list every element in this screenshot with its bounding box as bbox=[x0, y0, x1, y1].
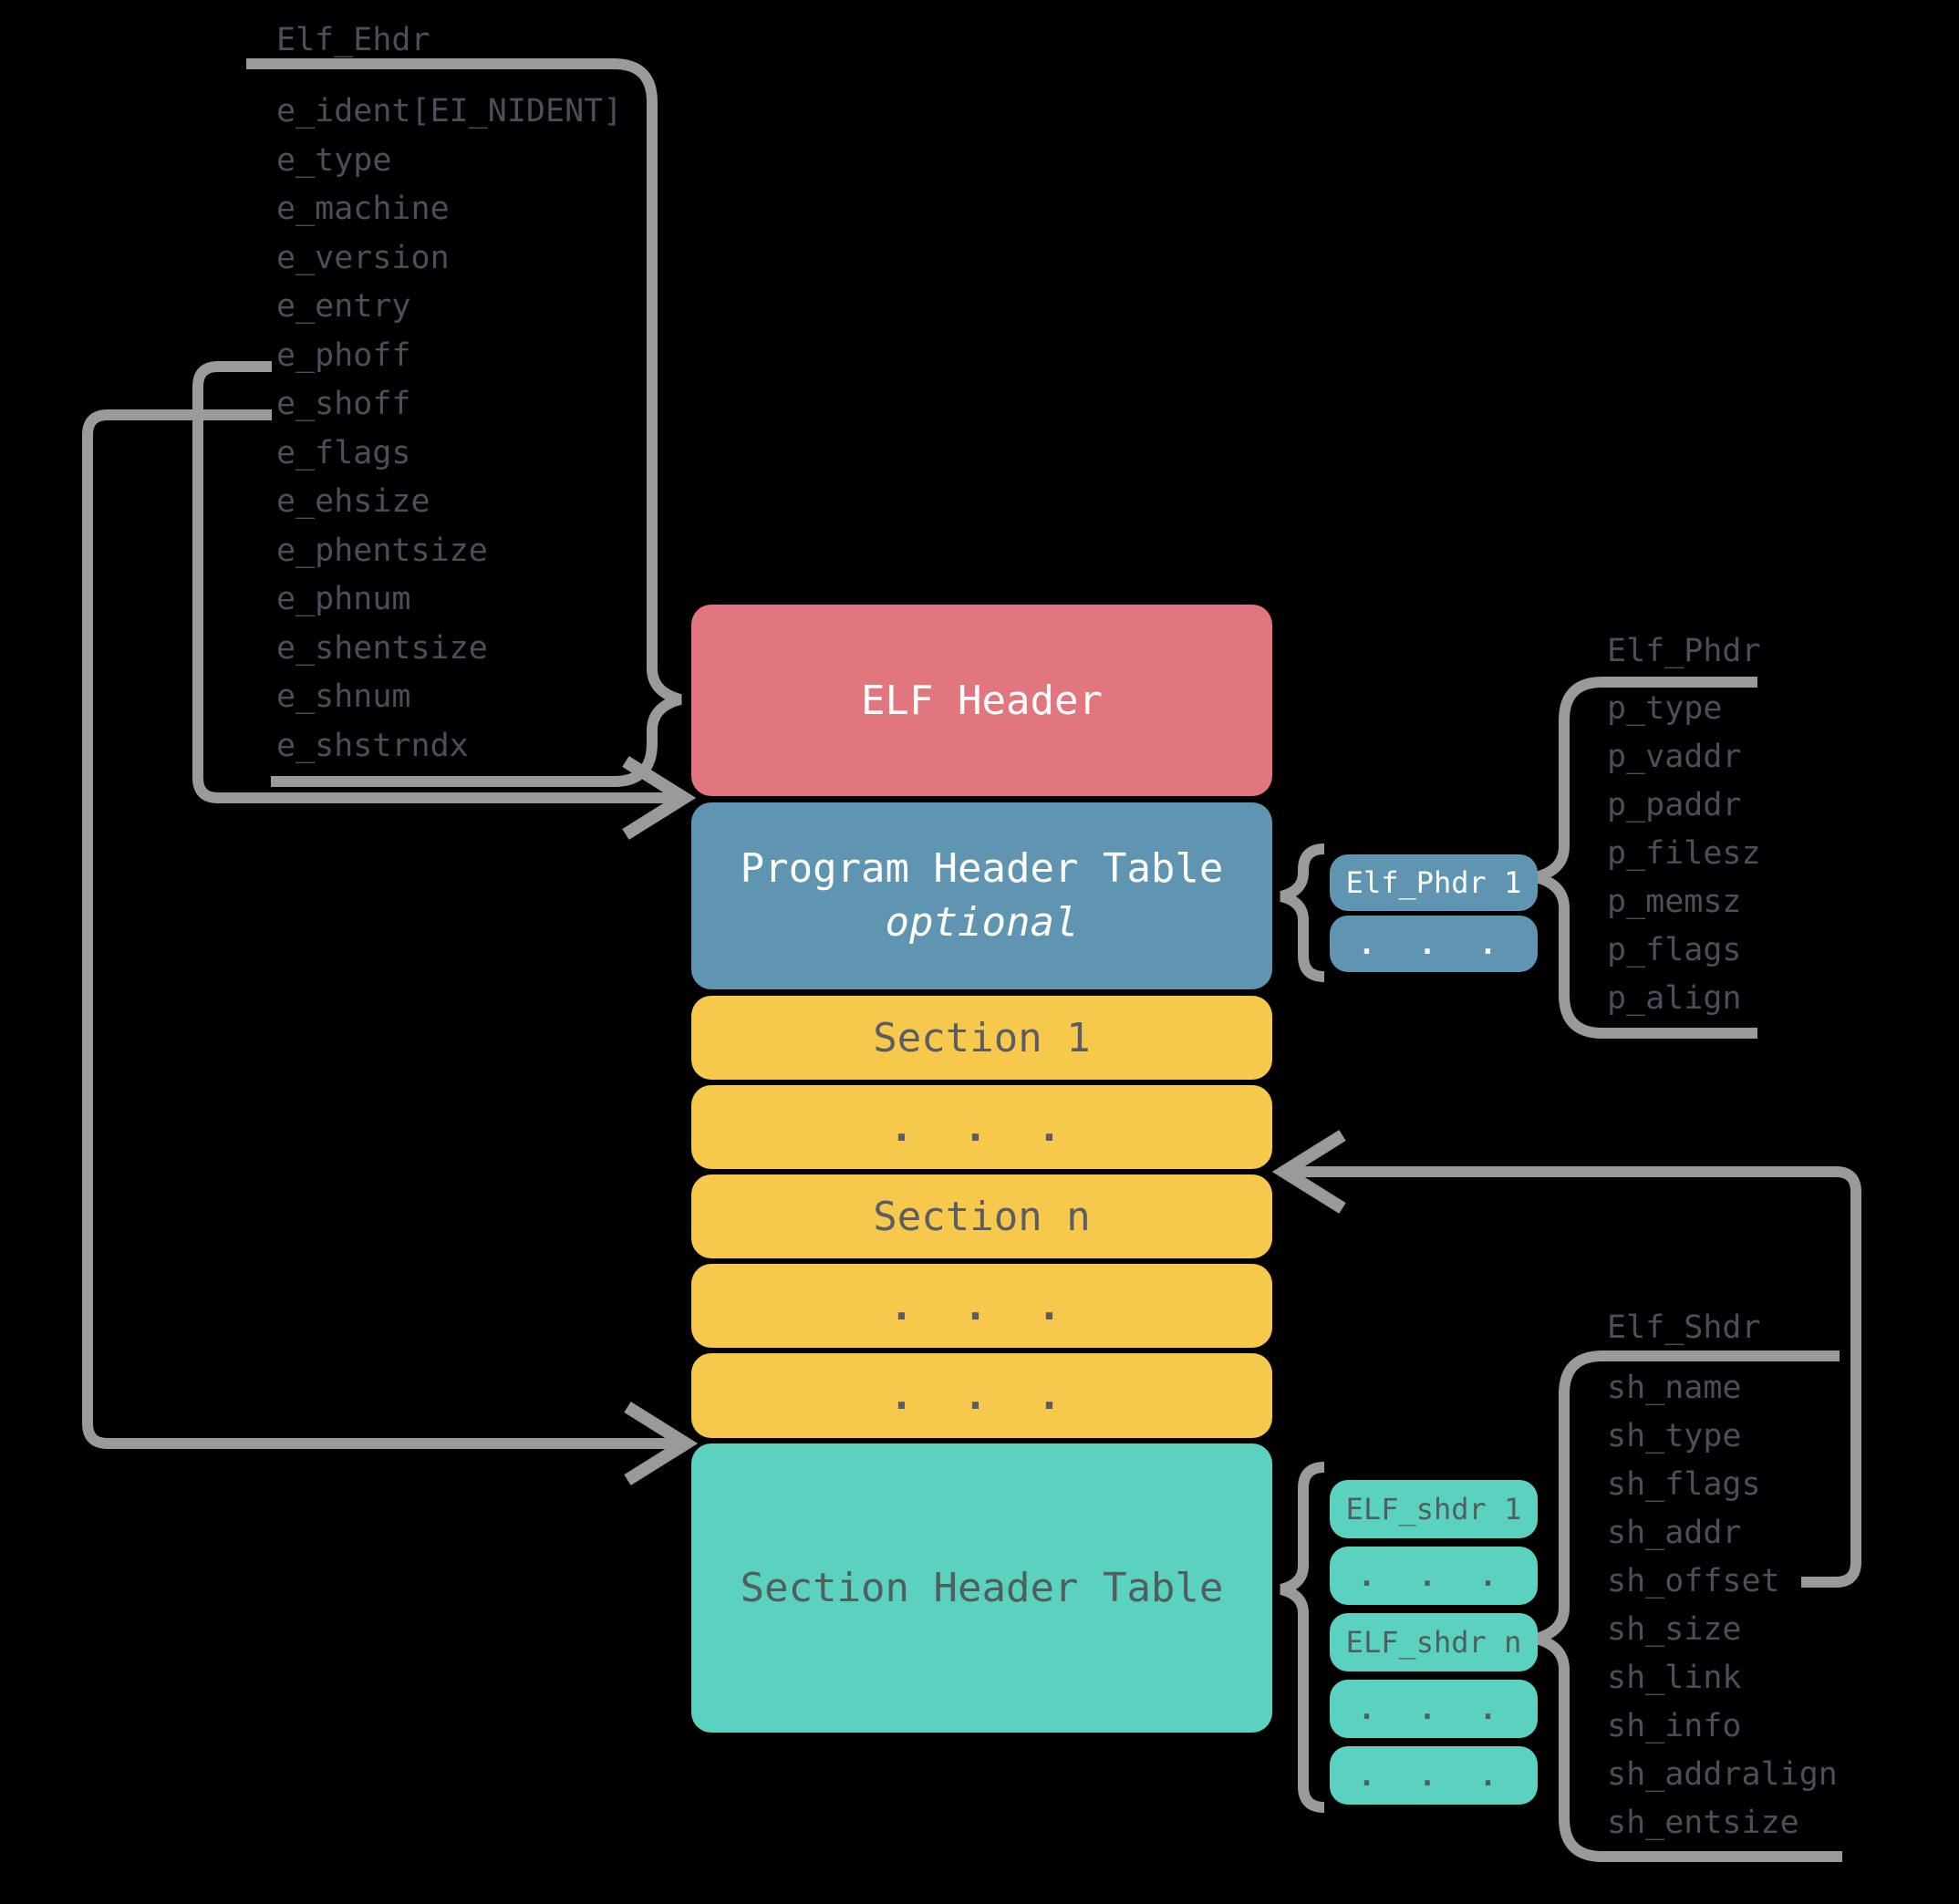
shdr-field: sh_size bbox=[1607, 1611, 1742, 1648]
program-header-table-label: Program Header Table bbox=[740, 845, 1224, 893]
ehdr-field: e_phentsize bbox=[276, 532, 488, 569]
shdr-field: sh_flags bbox=[1607, 1466, 1761, 1503]
shdr-field: sh_addr bbox=[1607, 1515, 1742, 1551]
ellipsis-label: . . . bbox=[1357, 1558, 1510, 1593]
sh-offset-connector-line bbox=[1291, 1166, 1861, 1588]
ehdr-field: e_version bbox=[276, 239, 450, 276]
elf-shdr-1-box: ELF_shdr 1 bbox=[1330, 1480, 1538, 1538]
elf-header-box: ELF Header bbox=[691, 605, 1272, 796]
section-1-box: Section 1 bbox=[691, 996, 1272, 1080]
ehdr-field: e_shoff bbox=[276, 386, 411, 422]
ehdr-field: e_type bbox=[276, 141, 392, 179]
e-shoff-connector-line bbox=[82, 409, 679, 1449]
phdr-field: p_memsz bbox=[1607, 884, 1742, 920]
section-ellipsis-box: . . . bbox=[691, 1353, 1272, 1438]
phdr-field: p_flags bbox=[1607, 932, 1742, 968]
phdr-field: p_paddr bbox=[1607, 787, 1742, 823]
phdr-struct-title: Elf_Phdr bbox=[1607, 633, 1761, 669]
ehdr-struct-title: Elf_Ehdr bbox=[276, 22, 430, 58]
elf-phdr-1-box: Elf_Phdr 1 bbox=[1330, 854, 1538, 911]
ellipsis-label: . . . bbox=[889, 1103, 1074, 1151]
ehdr-brace bbox=[246, 58, 702, 787]
shdr-field: sh_entsize bbox=[1607, 1805, 1799, 1841]
pht-entries-brace bbox=[1280, 843, 1325, 982]
ehdr-field: e_shstrndx bbox=[276, 727, 469, 764]
phdr-field: p_vaddr bbox=[1607, 739, 1742, 775]
ehdr-field: e_machine bbox=[276, 191, 450, 227]
section-ellipsis-box: . . . bbox=[691, 1264, 1272, 1348]
shdr-field: sh_type bbox=[1607, 1418, 1742, 1454]
e-shoff-arrowhead bbox=[624, 1402, 699, 1485]
ellipsis-label: . . . bbox=[1357, 1758, 1510, 1793]
sht-entries-brace bbox=[1280, 1462, 1325, 1813]
ehdr-field: e_phnum bbox=[276, 581, 411, 617]
elf-shdr-n-box: ELF_shdr n bbox=[1330, 1613, 1538, 1671]
e-phoff-arrow bbox=[192, 361, 697, 840]
section-n-box: Section n bbox=[691, 1174, 1272, 1258]
elf-shdr-n-label: ELF_shdr n bbox=[1345, 1625, 1522, 1660]
ehdr-field: e_phoff bbox=[276, 336, 411, 374]
elf-header-label: ELF Header bbox=[861, 677, 1103, 724]
phdr-field-rows: p_type p_vaddr p_paddr p_filesz p_memsz p_fla… bbox=[1607, 685, 1761, 1023]
e-phoff-connector-line bbox=[192, 361, 677, 803]
sh-offset-arrow bbox=[1271, 1130, 1861, 1588]
shdr-field: sh_offset bbox=[1607, 1563, 1780, 1599]
ehdr-field: e_ident[EI_NIDENT] bbox=[276, 93, 623, 129]
ellipsis-label: . . . bbox=[889, 1372, 1074, 1419]
phdr-field: p_align bbox=[1607, 980, 1742, 1017]
phdr-ellipsis-box: . . . bbox=[1330, 916, 1538, 972]
ehdr-field: e_shentsize bbox=[276, 629, 488, 667]
elf-phdr-1-label: Elf_Phdr 1 bbox=[1345, 865, 1522, 900]
ehdr-field: e_entry bbox=[276, 288, 411, 325]
phdr-field: p_filesz bbox=[1607, 835, 1761, 872]
section-header-table-label: Section Header Table bbox=[740, 1565, 1224, 1611]
shdr-field: sh_addralign bbox=[1607, 1756, 1838, 1793]
section-n-label: Section n bbox=[873, 1193, 1091, 1240]
ehdr-field: e_flags bbox=[276, 434, 411, 471]
ehdr-field: e_ehsize bbox=[276, 483, 430, 520]
shdr-ellipsis-box: . . . bbox=[1330, 1680, 1538, 1738]
ellipsis-label: . . . bbox=[1357, 1692, 1510, 1726]
shdr-ellipsis-box: . . . bbox=[1330, 1547, 1538, 1605]
ellipsis-label: . . . bbox=[1357, 926, 1510, 961]
shdr-field: sh_link bbox=[1607, 1660, 1742, 1696]
program-header-table-sublabel: optional bbox=[885, 898, 1079, 946]
shdr-struct-title: Elf_Shdr bbox=[1607, 1309, 1761, 1346]
program-header-table-box: Program Header Table optional bbox=[691, 802, 1272, 989]
ellipsis-label: . . . bbox=[889, 1282, 1074, 1330]
sh-offset-arrowhead bbox=[1271, 1130, 1346, 1214]
e-phoff-arrowhead bbox=[622, 756, 697, 840]
ehdr-field: e_shnum bbox=[276, 678, 411, 715]
section-ellipsis-box: . . . bbox=[691, 1085, 1272, 1169]
shdr-field: sh_info bbox=[1607, 1708, 1742, 1744]
e-shoff-arrow bbox=[82, 409, 699, 1485]
elf-shdr-1-label: ELF_shdr 1 bbox=[1345, 1492, 1522, 1526]
phdr-field: p_type bbox=[1607, 690, 1723, 727]
shdr-ellipsis-box: . . . bbox=[1330, 1746, 1538, 1805]
shdr-field: sh_name bbox=[1607, 1370, 1742, 1406]
section-header-table-box: Section Header Table bbox=[691, 1444, 1272, 1733]
ehdr-field-rows: e_ident[EI_NIDENT] e_type e_machine e_versi… bbox=[276, 88, 622, 771]
section-1-label: Section 1 bbox=[873, 1014, 1091, 1061]
